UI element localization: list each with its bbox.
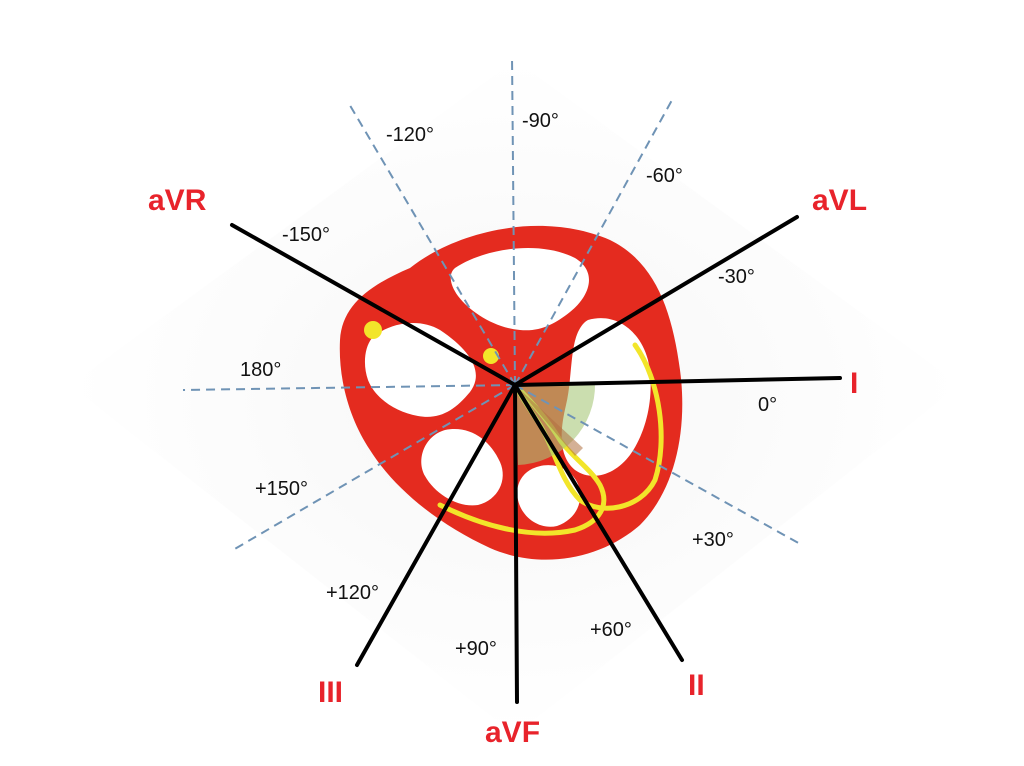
lead-label-ii: II xyxy=(688,669,705,702)
angle-label-pos90: +90° xyxy=(455,638,497,660)
av-node xyxy=(483,348,499,364)
angle-label-neg150: -150° xyxy=(282,224,330,246)
angle-label-pos150: +150° xyxy=(255,478,308,500)
ref-line-pos150 xyxy=(232,384,516,551)
lower-left-cavity xyxy=(421,429,503,506)
angle-label-pos60: +60° xyxy=(590,619,632,641)
angle-label-0: 0° xyxy=(758,394,777,416)
angle-label-neg120: -120° xyxy=(386,124,434,146)
ref-line-pos30 xyxy=(514,384,803,546)
left-ventricle-cavity xyxy=(561,318,651,476)
lead-axes xyxy=(230,215,842,704)
upper-cavity xyxy=(450,247,589,331)
lead-labels: aVR aVL I III aVF II xyxy=(148,184,867,749)
angle-label-180: 180° xyxy=(240,359,281,381)
lead-label-iii: III xyxy=(318,676,343,709)
ref-line-180 xyxy=(182,384,516,391)
angle-labels: -120° -90° -60° -150° -30° 180° 0° +150°… xyxy=(240,110,777,660)
lead-axis-avf xyxy=(513,383,519,704)
lead-axis-i xyxy=(513,376,842,387)
axis-vector xyxy=(515,385,583,456)
ref-line-90 xyxy=(511,54,516,386)
reference-lines xyxy=(182,54,803,551)
lead-axis-iii xyxy=(355,383,517,667)
sa-node xyxy=(364,321,382,339)
lead-label-avf: aVF xyxy=(485,716,540,749)
angle-label-neg90: -90° xyxy=(522,110,559,132)
lead-axis-avl xyxy=(513,215,799,387)
angle-label-neg60: -60° xyxy=(646,165,683,187)
angle-label-pos30: +30° xyxy=(692,529,734,551)
ref-line-neg120 xyxy=(347,101,516,386)
lead-axis-ii xyxy=(513,383,684,662)
angle-label-pos120: +120° xyxy=(326,582,379,604)
lead-label-i: I xyxy=(850,367,858,400)
lead-label-avl: aVL xyxy=(812,184,867,217)
ref-line-neg60 xyxy=(514,99,673,386)
lead-axis-avr xyxy=(230,223,517,387)
angle-label-neg30: -30° xyxy=(718,266,755,288)
lead-label-avr: aVR xyxy=(148,184,207,217)
